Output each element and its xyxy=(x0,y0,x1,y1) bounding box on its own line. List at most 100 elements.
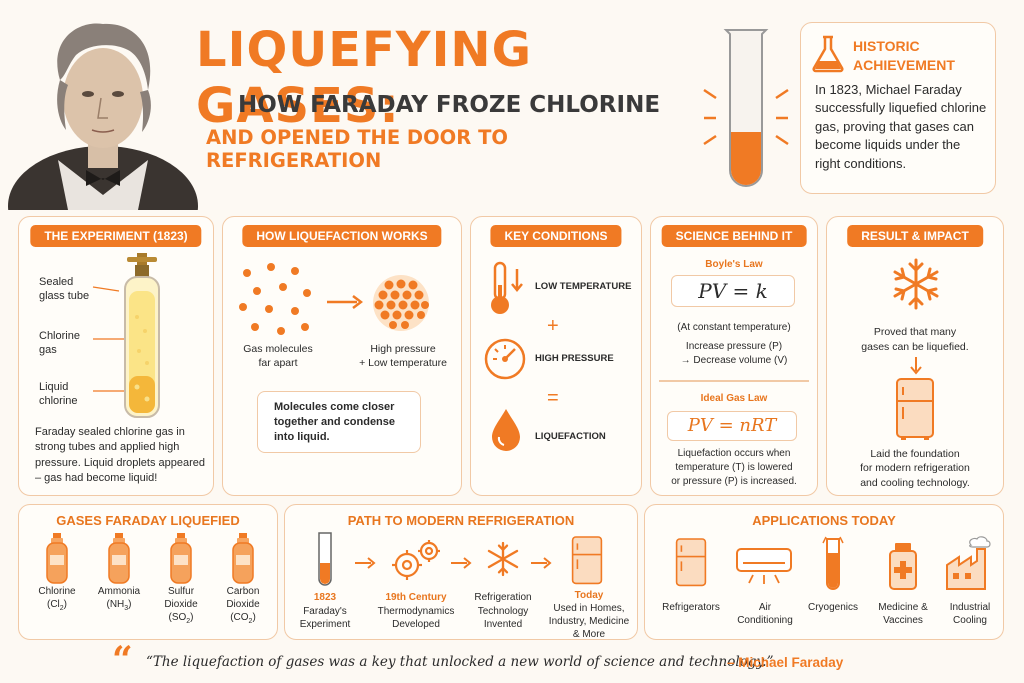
experiment-card: THE EXPERIMENT (1823) Sealed glass tube … xyxy=(18,216,214,496)
label-sealed: Sealed xyxy=(39,276,74,288)
app-industrial: Industrial xyxy=(949,602,991,613)
result-text-5: and cooling technology. xyxy=(860,476,970,489)
step-2-line-1: Thermodynamics xyxy=(377,605,455,617)
test-tube-icon xyxy=(318,532,332,586)
app-refrigerators: Refrigerators xyxy=(662,602,720,613)
main-title: LIQUEFYING GASES: xyxy=(196,22,532,134)
formula-base: (Cl xyxy=(46,599,60,610)
step-2-year: 19th Century xyxy=(385,592,447,603)
formula-base: (CO xyxy=(230,612,249,623)
ideal-gas-equation: PV = nRT xyxy=(687,415,777,436)
experiment-title: THE EXPERIMENT (1823) xyxy=(30,225,202,247)
step-3-line-3: Invented xyxy=(483,619,523,630)
label-liquid: Liquid xyxy=(39,381,69,393)
step-4-line-3: & More xyxy=(572,629,606,640)
air-conditioner-icon xyxy=(736,548,792,584)
gas-cylinder-icon xyxy=(232,533,254,584)
result-text-3: Laid the foundation xyxy=(870,448,960,460)
boyles-equation: PV = k xyxy=(698,279,768,303)
gas-item: Ammonia(NH3) xyxy=(91,531,147,613)
science-card: SCIENCE BEHIND IT Boyle's Law PV = k (At… xyxy=(650,216,818,496)
step-4-line-1: Used in Homes, xyxy=(553,603,625,614)
sealed-tube-illustration xyxy=(92,253,160,418)
quote-author: – Michael Faraday xyxy=(727,655,844,670)
pressure-gauge-icon xyxy=(484,338,526,380)
ideal-note-3: or pressure (P) is increased. xyxy=(671,476,797,487)
snowflake-icon xyxy=(487,541,519,577)
step-1-year: 1823 xyxy=(313,592,337,603)
label-chlorine: Chlorine xyxy=(39,330,80,342)
conditions-title: KEY CONDITIONS xyxy=(490,225,622,247)
path-card: PATH TO MODERN REFRIGERATION 1823 Farada… xyxy=(284,504,638,640)
condition-liquefaction: LIQUEFACTION xyxy=(535,431,606,442)
how-title: HOW LIQUEFACTION WORKS xyxy=(242,225,442,247)
boyles-note-1: (At constant temperature) xyxy=(677,322,791,333)
equation-box-1: PV = k xyxy=(671,275,795,307)
gas-formula: (SO2) xyxy=(153,611,209,626)
key-conditions-card: KEY CONDITIONS LOW TEMPERATURE + HIGH PR… xyxy=(470,216,642,496)
condense-box: Molecules come closer together and conde… xyxy=(257,391,421,453)
snowflake-icon xyxy=(893,258,939,310)
refrigerator-icon xyxy=(571,536,603,585)
boyles-law-label: Boyle's Law xyxy=(705,259,763,270)
formula-subscript: 3 xyxy=(124,605,129,612)
result-text-2: gases can be liquefied. xyxy=(861,340,969,353)
app-medicine: Medicine & xyxy=(878,602,928,613)
gas-formula: (Cl2) xyxy=(29,598,85,613)
formula-close: ) xyxy=(63,599,68,610)
step-1-line-1: Faraday's xyxy=(303,605,347,617)
far-apart-label: far apart xyxy=(258,356,298,369)
gas-name: Carbon xyxy=(226,586,260,597)
gas-name: Sulfur xyxy=(167,586,195,597)
formula-close: ) xyxy=(128,599,132,610)
science-divider xyxy=(659,380,809,382)
experiment-text: Faraday sealed chlorine gas in strong tu… xyxy=(35,426,206,485)
step-4-line-2: Industry, Medicine xyxy=(548,616,630,627)
app-air: Air xyxy=(758,602,772,613)
formula-base: (SO xyxy=(168,612,187,623)
app-vaccines: Vaccines xyxy=(883,615,923,626)
gas-molecules-far-apart xyxy=(239,263,311,335)
result-card: RESULT & IMPACT Proved that many gases c… xyxy=(826,216,1004,496)
app-conditioning: Conditioning xyxy=(737,615,793,626)
gases-card: GASES FARADAY LIQUEFIED Chlorine(Cl2)Amm… xyxy=(18,504,278,640)
label-glass-tube: glass tube xyxy=(39,290,90,303)
gas-item: Chlorine(Cl2) xyxy=(29,531,85,613)
quote-mark: “ xyxy=(112,639,133,681)
gas-molecules-label: Gas molecules xyxy=(243,343,313,355)
gas-name: Ammonia xyxy=(97,586,141,597)
test-tube-illustration xyxy=(696,20,796,200)
ideal-note-2: temperature (T) is lowered xyxy=(675,462,793,473)
step-3-line-1: Refrigeration xyxy=(474,592,532,603)
applications-card: APPLICATIONS TODAY Refrigerators Air Con… xyxy=(644,504,1004,640)
boyles-note-3: → Decrease volume (V) xyxy=(680,355,788,366)
gas-name-2: Dioxide xyxy=(164,599,198,610)
gas-cylinder-icon xyxy=(108,533,130,584)
label-liquid-chlorine: chlorine xyxy=(39,395,78,408)
quote-text: “The liquefaction of gases was a key tha… xyxy=(146,654,774,670)
formula-close: ) xyxy=(252,612,256,623)
cryogenics-tube-icon xyxy=(822,536,844,590)
applications-title: APPLICATIONS TODAY xyxy=(752,513,896,528)
equation-box-2: PV = nRT xyxy=(667,411,797,441)
formula-subscript: 2 xyxy=(248,618,253,625)
molecules-close-together xyxy=(373,275,429,331)
app-cooling: Cooling xyxy=(953,615,987,626)
historic-achievement-card: HISTORIC ACHIEVEMENT In 1823, Michael Fa… xyxy=(800,22,996,194)
path-title: PATH TO MODERN REFRIGERATION xyxy=(347,513,575,528)
low-temperature-label: + Low temperature xyxy=(359,356,447,369)
gas-name: Chlorine xyxy=(38,586,76,597)
subtitle-1: HOW FARADAY FROZE CHLORINE xyxy=(238,92,661,118)
arrow-down-icon xyxy=(910,357,922,375)
path-arrow-icon xyxy=(531,557,552,569)
ideal-note-1: Liquefaction occurs when xyxy=(677,448,791,459)
result-text-4: for modern refrigeration xyxy=(860,462,970,475)
gas-formula: (NH3) xyxy=(91,598,147,613)
condition-high-pressure: HIGH PRESSURE xyxy=(535,353,614,364)
formula-base: (NH xyxy=(106,599,125,610)
step-3-line-2: Technology xyxy=(477,605,529,617)
plus-sign: + xyxy=(547,315,559,337)
historic-title-1: HISTORIC xyxy=(853,38,920,54)
path-arrow-icon xyxy=(451,557,472,569)
